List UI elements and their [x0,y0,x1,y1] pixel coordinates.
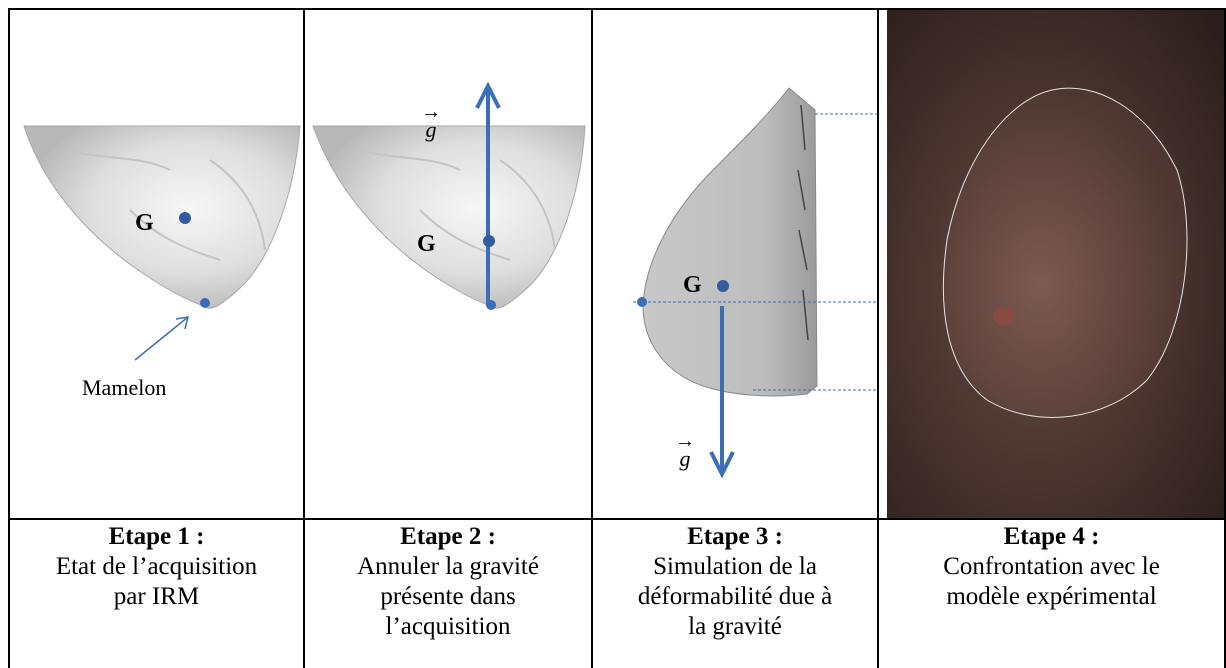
step-3-title: Etape 3 : [687,523,783,550]
step-4-title: Etape 4 : [1003,523,1100,550]
panel-step-3: G → g [593,10,877,518]
nipple-point [486,300,496,310]
nipple-pointer-arrow [134,316,189,361]
gravity-vector-label: → g [675,430,695,471]
nipple-point [200,298,210,308]
step-1-title: Etape 1 : [108,523,205,550]
experimental-photo [887,10,1224,518]
step-4-line-2: modèle expérimental [946,583,1157,610]
step-4-caption: Etape 4 : Confrontation avec le modèle e… [879,522,1224,612]
step-3-caption: Etape 3 : Simulation de la déformabilité… [593,522,877,642]
step-2-line-3: l’acquisition [385,613,511,640]
border-right [1224,8,1226,668]
nipple-label: Mamelon [82,375,167,400]
step-3-line-3: la gravité [688,613,782,640]
nipple-photo [993,307,1015,325]
centroid-label: G [683,272,702,298]
panel-step-2: G → g [305,10,591,518]
step-2-line-1: Annuler la gravité [357,553,539,580]
centroid-label: G [135,210,154,236]
gravity-symbol: g [425,117,437,142]
col-divider-1 [303,8,305,668]
row-divider [8,518,1226,520]
breast-contour [942,87,1188,418]
centroid-point [717,280,729,292]
vector-arrow-glyph: → [675,430,695,452]
step-3-line-2: déformabilité due à [637,583,833,610]
step-2-title: Etape 2 : [400,523,496,550]
step-3-line-1: Simulation de la [653,553,817,580]
mesh-no-gravity-image [312,81,586,310]
vector-arrow-glyph: → [421,101,441,123]
centroid-point [179,212,191,224]
gravity-symbol: g [679,446,691,471]
step-1-line-2: par IRM [113,583,200,610]
panel-step-4 [887,10,1224,518]
panel-step-1: G Mamelon [10,10,303,518]
step-2-line-2: présente dans [380,583,516,610]
centroid-label: G [417,231,436,257]
step-4-line-1: Confrontation avec le [943,553,1160,580]
gravity-vector-label: → g [421,101,441,142]
col-divider-2 [591,8,593,668]
border-left [8,8,10,668]
mesh-gravity-simulation-image [633,87,877,479]
centroid-point [483,235,495,247]
col-divider-3 [877,8,879,668]
border-top [8,8,1226,10]
step-2-caption: Etape 2 : Annuler la gravité présente da… [305,522,591,642]
nipple-point [637,297,647,307]
step-1-caption: Etape 1 : Etat de l’acquisition par IRM [10,522,303,612]
mesh-acquisition-image [23,125,301,361]
step-1-line-1: Etat de l’acquisition [55,553,258,580]
